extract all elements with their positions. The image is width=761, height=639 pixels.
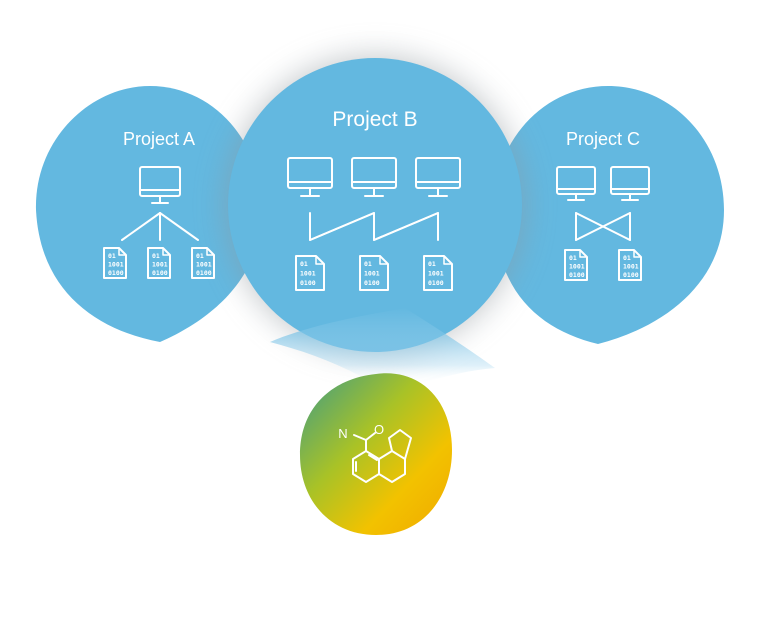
file-binary-text: 1001 <box>569 263 585 271</box>
monitor-icon <box>287 157 333 197</box>
file-binary-text: 0100 <box>152 269 168 277</box>
monitor-icon <box>610 166 650 201</box>
project-c-label: Project C <box>566 129 640 149</box>
project-a-network <box>121 166 199 241</box>
file-binary-text: 0100 <box>196 269 212 277</box>
file-binary-text: 1001 <box>152 261 168 269</box>
chemical-structure-icon <box>352 429 412 483</box>
file-binary-text: 0100 <box>364 279 380 287</box>
connection-lines <box>575 212 631 241</box>
project-c-network <box>556 166 650 241</box>
file-binary-text: 01 <box>152 252 160 260</box>
file-binary-text: 01 <box>364 260 372 268</box>
hub-blob <box>300 373 452 535</box>
file-binary-text: 01 <box>108 252 116 260</box>
project-b-label: Project B <box>332 108 417 131</box>
file-binary-text: 1001 <box>196 261 212 269</box>
file-binary-text: 0100 <box>108 269 124 277</box>
file-binary-text: 01 <box>428 260 436 268</box>
file-binary-text: 1001 <box>364 270 380 278</box>
file-binary-text: 1001 <box>300 270 316 278</box>
file-binary-text: 01 <box>569 254 577 262</box>
connection-lines <box>309 212 439 241</box>
file-binary-text: 01 <box>623 254 631 262</box>
file-binary-text: 1001 <box>108 261 124 269</box>
file-binary-text: 0100 <box>428 279 444 287</box>
connection-lines <box>121 212 199 241</box>
file-binary-text: 01 <box>196 252 204 260</box>
atom-label-n: N <box>338 426 347 441</box>
project-a-label: Project A <box>123 129 195 149</box>
file-binary-text: 01 <box>300 260 308 268</box>
connector-band <box>270 308 495 384</box>
monitor-icon <box>556 166 596 201</box>
atom-label-o: O <box>374 422 384 437</box>
file-binary-text: 1001 <box>623 263 639 271</box>
file-binary-text: 1001 <box>428 270 444 278</box>
project-b-bubble <box>228 58 522 352</box>
monitor-icon <box>351 157 397 197</box>
file-binary-text: 0100 <box>569 271 585 279</box>
project-c-bubble <box>493 86 724 344</box>
file-binary-text: 0100 <box>623 271 639 279</box>
file-binary-text: 0100 <box>300 279 316 287</box>
project-b-network <box>287 157 461 241</box>
monitor-icon <box>139 166 181 204</box>
monitor-icon <box>415 157 461 197</box>
